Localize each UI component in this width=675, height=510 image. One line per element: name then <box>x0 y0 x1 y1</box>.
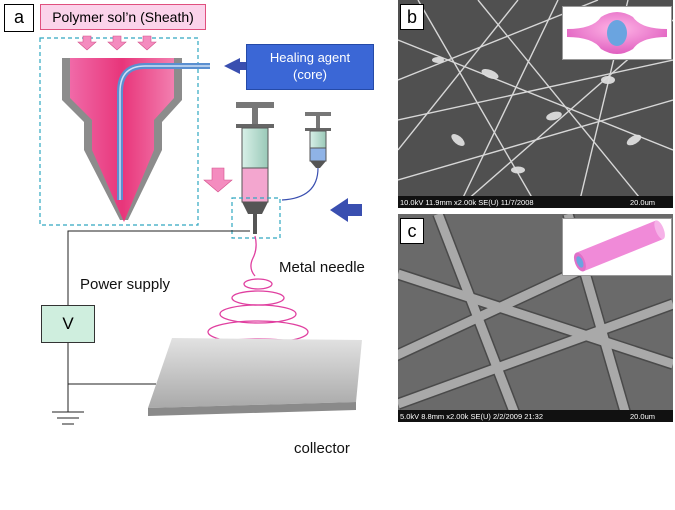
metal-needle-label: Metal needle <box>279 259 365 276</box>
panel-label-c: c <box>400 218 424 244</box>
panel-label-b: b <box>400 4 424 30</box>
core-tube-highlight <box>119 65 210 200</box>
healing-agent-label: Healing agent (core) <box>246 44 374 90</box>
sem-b-caption: 10.0kV 11.9mm x2.00k SE(U) 11/7/2008 <box>400 198 534 207</box>
collector-plate <box>148 338 362 408</box>
core-shell-fiber-icon <box>573 220 665 272</box>
core-flow-arrow <box>224 58 246 74</box>
sem-c-caption: 5.0kV 8.8mm x2.00k SE(U) 2/2/2009 21:32 <box>400 412 543 421</box>
smooth-fibers <box>398 214 673 422</box>
core-shell-inset <box>562 218 672 276</box>
fiber-jet <box>250 235 257 277</box>
core-syringe <box>305 112 331 168</box>
push-arrow <box>203 167 233 193</box>
power-supply-box: V <box>41 305 95 343</box>
power-supply-label: Power supply <box>80 276 171 293</box>
panel-label-a: a <box>4 4 34 32</box>
collector-label: collector <box>294 440 350 457</box>
main-syringe <box>236 102 274 234</box>
polymer-solution-label: Polymer sol’n (Sheath) <box>40 4 206 30</box>
healing-agent-line1: Healing agent <box>269 50 351 65</box>
sheath-flow-arrows <box>77 35 157 51</box>
electrospinning-schematic <box>39 35 362 425</box>
core-feed-line <box>281 167 319 201</box>
feed-arrow <box>330 198 362 222</box>
sem-b-scale: 20.0um <box>630 198 656 207</box>
bead-inset <box>562 6 672 60</box>
circuit-wiring <box>52 230 250 425</box>
collector-edge <box>148 402 356 416</box>
bead-fiber-icon <box>567 12 667 54</box>
sem-c-scale: 20.0um <box>630 412 656 421</box>
healing-agent-line2: (core) <box>293 67 327 82</box>
